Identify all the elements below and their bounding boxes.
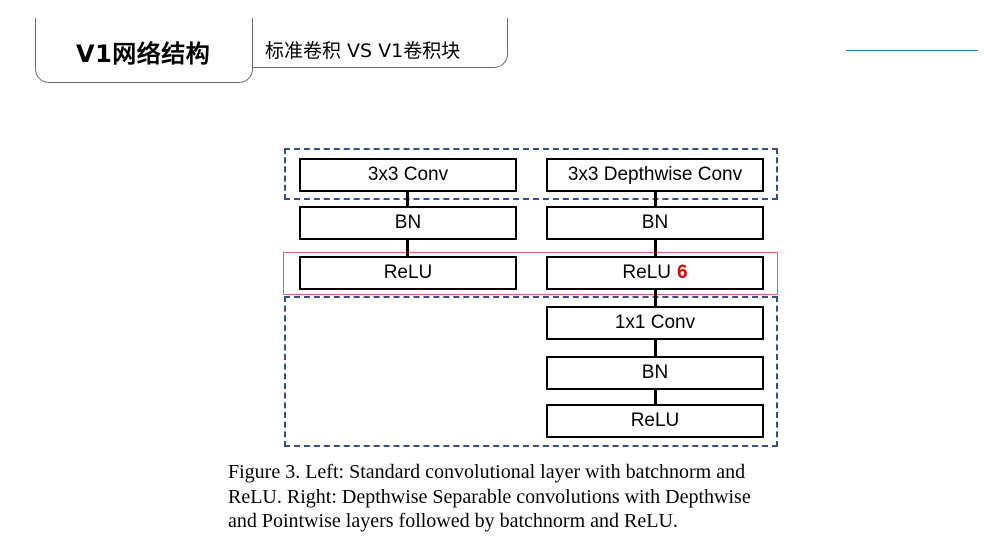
relu-highlight-frame: [283, 252, 778, 295]
connector: [654, 238, 657, 258]
right-relu2-block: ReLU: [546, 404, 764, 438]
relu6-suffix: 6: [677, 262, 688, 283]
left-relu-block: ReLU: [299, 256, 517, 290]
figure-caption: Figure 3. Left: Standard convolutional l…: [228, 460, 848, 534]
block-label: 3x3 Conv: [367, 164, 449, 185]
block-label: BN: [641, 212, 669, 233]
right-relu6-block: ReLU 6: [546, 256, 764, 290]
block-label: 1x1 Conv: [614, 312, 696, 333]
block-label: 3x3 Depthwise Conv: [567, 164, 743, 185]
sub-tab-label: 标准卷积 VS V1卷积块: [265, 40, 461, 62]
caption-line: ReLU. Right: Depthwise Separable convolu…: [228, 485, 751, 508]
block-label: ReLU: [630, 410, 680, 431]
connector: [406, 190, 409, 208]
accent-line: [846, 50, 978, 51]
block-label: ReLU: [622, 262, 671, 283]
block-label: BN: [641, 362, 669, 383]
connector: [654, 338, 657, 358]
connector: [654, 288, 657, 308]
depthwise-conv-block: 3x3 Depthwise Conv: [546, 158, 764, 192]
left-conv-block: 3x3 Conv: [299, 158, 517, 192]
connector: [654, 190, 657, 208]
left-bn-block: BN: [299, 206, 517, 240]
block-label: ReLU: [383, 262, 433, 283]
main-tab-label: V1网络结构: [76, 40, 211, 68]
caption-line: Figure 3. Left: Standard convolutional l…: [228, 461, 746, 483]
pointwise-conv-block: 1x1 Conv: [546, 306, 764, 340]
caption-line: and Pointwise layers followed by batchno…: [228, 510, 678, 532]
connector: [406, 238, 409, 258]
sub-tab[interactable]: [252, 18, 508, 68]
main-tab[interactable]: [35, 18, 253, 83]
block-label: BN: [394, 212, 422, 233]
pointwise-layer-frame: [284, 296, 778, 447]
depthwise-layer-frame: [284, 148, 778, 200]
right-bn2-block: BN: [546, 356, 764, 390]
right-bn-block: BN: [546, 206, 764, 240]
connector: [654, 386, 657, 406]
